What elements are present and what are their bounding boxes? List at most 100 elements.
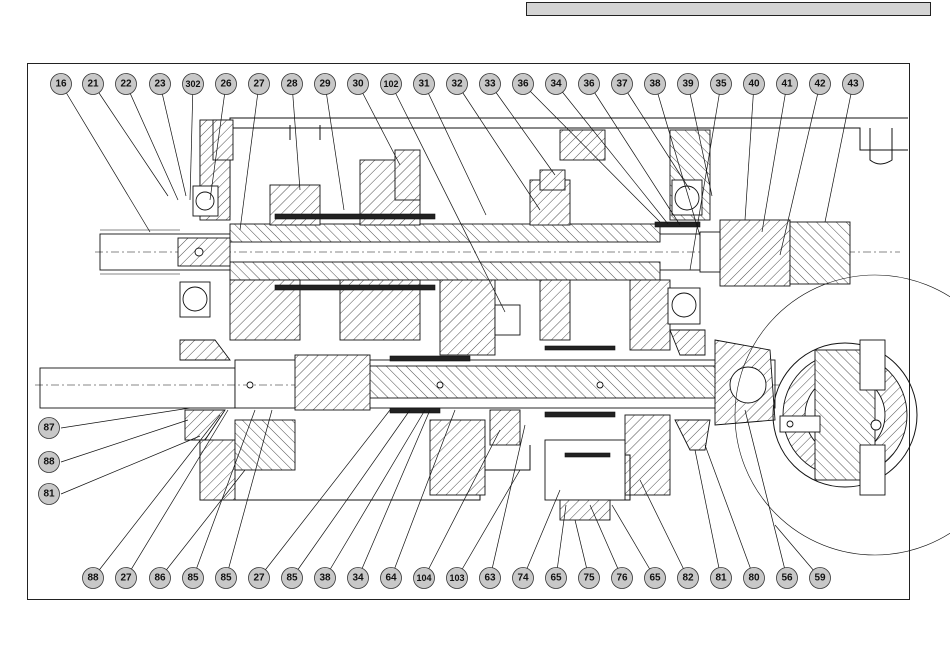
callout-81: 81 [39, 484, 60, 505]
svg-text:26: 26 [220, 79, 232, 90]
svg-text:102: 102 [383, 79, 398, 89]
callout-b-65a: 65 [546, 568, 567, 589]
callout-21: 21 [83, 74, 104, 95]
svg-text:88: 88 [43, 457, 55, 468]
svg-text:42: 42 [814, 79, 826, 90]
upper-shaft [95, 220, 900, 286]
svg-text:302: 302 [185, 79, 200, 89]
svg-text:27: 27 [253, 79, 265, 90]
svg-text:27: 27 [120, 573, 132, 584]
svg-text:34: 34 [352, 573, 364, 584]
callout-b-81: 81 [711, 568, 732, 589]
callout-22: 22 [116, 74, 137, 95]
svg-text:36: 36 [517, 79, 529, 90]
callout-b-75: 75 [579, 568, 600, 589]
callouts-bottom: 88 27 86 85 85 27 85 38 34 64 104 103 63… [83, 568, 831, 589]
svg-text:80: 80 [748, 573, 760, 584]
callout-40: 40 [744, 74, 765, 95]
callout-b-65b: 65 [645, 568, 666, 589]
callouts-left: 87 88 81 [39, 418, 60, 505]
svg-text:88: 88 [87, 573, 99, 584]
callout-36a: 36 [513, 74, 534, 95]
svg-text:75: 75 [583, 573, 595, 584]
callout-34: 34 [546, 74, 567, 95]
svg-text:76: 76 [616, 573, 628, 584]
callout-16: 16 [51, 74, 72, 95]
callout-29: 29 [315, 74, 336, 95]
svg-text:82: 82 [682, 573, 694, 584]
callout-b-88: 88 [83, 568, 104, 589]
svg-text:103: 103 [449, 573, 464, 583]
svg-text:74: 74 [517, 573, 529, 584]
callout-26: 26 [216, 74, 237, 95]
svg-text:65: 65 [649, 573, 661, 584]
callout-30: 30 [348, 74, 369, 95]
svg-text:29: 29 [319, 79, 331, 90]
callout-32: 32 [447, 74, 468, 95]
callout-35: 35 [711, 74, 732, 95]
callout-39: 39 [678, 74, 699, 95]
callout-b-59: 59 [810, 568, 831, 589]
callout-88: 88 [39, 452, 60, 473]
svg-text:33: 33 [484, 79, 496, 90]
callout-b-34: 34 [348, 568, 369, 589]
svg-text:35: 35 [715, 79, 727, 90]
svg-text:32: 32 [451, 79, 463, 90]
callout-b-85a: 85 [183, 568, 204, 589]
svg-text:85: 85 [220, 573, 232, 584]
svg-text:43: 43 [847, 79, 859, 90]
svg-text:23: 23 [154, 79, 166, 90]
callout-36b: 36 [579, 74, 600, 95]
callout-b-103: 103 [447, 568, 468, 589]
callout-b-85b: 85 [216, 568, 237, 589]
svg-text:28: 28 [286, 79, 298, 90]
svg-text:41: 41 [781, 79, 793, 90]
callout-b-56: 56 [777, 568, 798, 589]
svg-text:63: 63 [484, 573, 496, 584]
svg-text:87: 87 [43, 423, 55, 434]
svg-text:30: 30 [352, 79, 364, 90]
callout-b-86: 86 [150, 568, 171, 589]
callouts-top: 16 21 22 23 302 26 27 28 29 30 102 31 32… [51, 74, 864, 95]
callout-b-38: 38 [315, 568, 336, 589]
callout-41: 41 [777, 74, 798, 95]
callout-b-64: 64 [381, 568, 402, 589]
callout-28: 28 [282, 74, 303, 95]
callout-38: 38 [645, 74, 666, 95]
callout-37: 37 [612, 74, 633, 95]
callout-302: 302 [183, 74, 204, 95]
svg-text:65: 65 [550, 573, 562, 584]
callout-b-82: 82 [678, 568, 699, 589]
svg-text:86: 86 [154, 573, 166, 584]
svg-text:16: 16 [55, 79, 67, 90]
callout-b-27b: 27 [249, 568, 270, 589]
svg-text:36: 36 [583, 79, 595, 90]
callout-33: 33 [480, 74, 501, 95]
svg-text:59: 59 [814, 573, 826, 584]
callout-87: 87 [39, 418, 60, 439]
svg-text:81: 81 [43, 489, 55, 500]
callout-27: 27 [249, 74, 270, 95]
svg-text:81: 81 [715, 573, 727, 584]
callout-b-85c: 85 [282, 568, 303, 589]
callout-b-104: 104 [414, 568, 435, 589]
svg-text:22: 22 [120, 79, 132, 90]
svg-text:40: 40 [748, 79, 760, 90]
callout-b-76: 76 [612, 568, 633, 589]
callout-23: 23 [150, 74, 171, 95]
svg-text:85: 85 [187, 573, 199, 584]
svg-text:27: 27 [253, 573, 265, 584]
callout-b-27a: 27 [116, 568, 137, 589]
svg-text:39: 39 [682, 79, 694, 90]
callout-31: 31 [414, 74, 435, 95]
callout-b-74: 74 [513, 568, 534, 589]
callout-43: 43 [843, 74, 864, 95]
leaders-left [61, 408, 200, 494]
svg-text:38: 38 [319, 573, 331, 584]
svg-text:104: 104 [416, 573, 431, 583]
lower-shaft [35, 340, 780, 425]
callout-b-80: 80 [744, 568, 765, 589]
svg-text:64: 64 [385, 573, 397, 584]
svg-text:38: 38 [649, 79, 661, 90]
